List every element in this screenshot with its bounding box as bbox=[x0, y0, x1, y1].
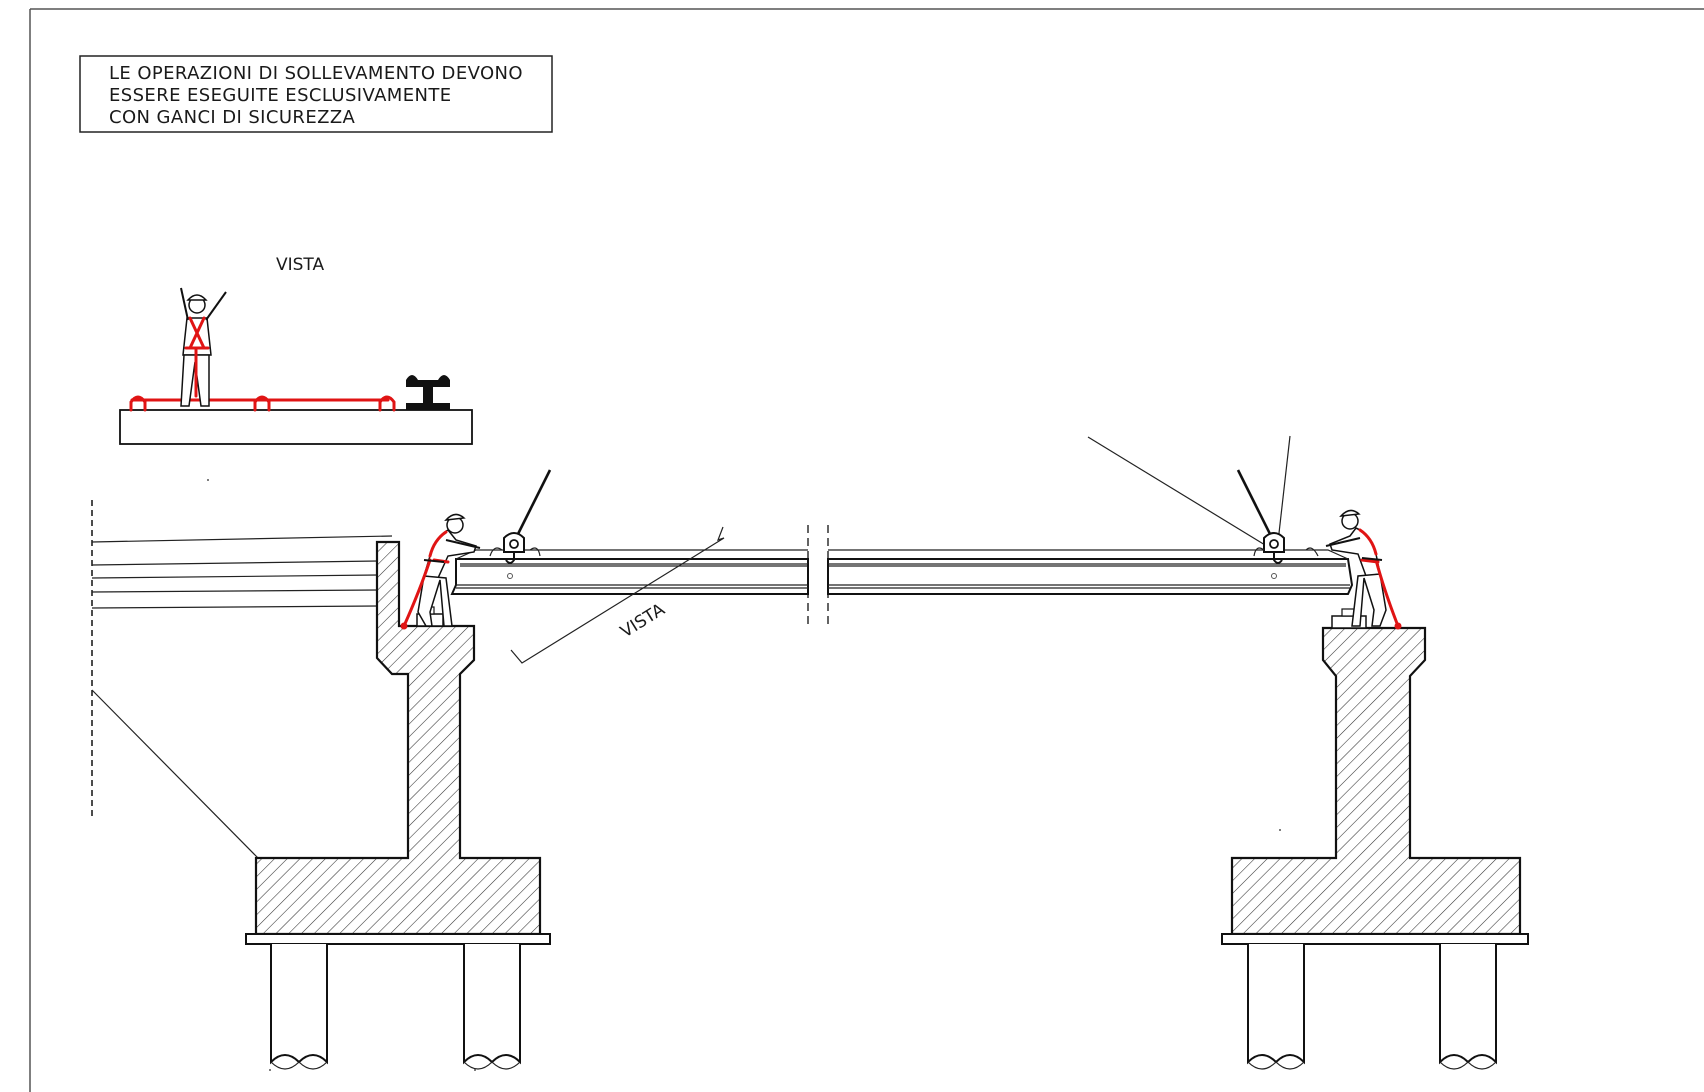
detail-slab bbox=[119, 409, 473, 445]
detail-view-label: VISTA bbox=[276, 255, 324, 275]
right-piles bbox=[1247, 944, 1497, 1070]
worker-figure-icon bbox=[400, 513, 481, 630]
lifting-hook-icon bbox=[489, 469, 552, 564]
left-abutment-plinth bbox=[245, 933, 551, 945]
worker-figure-icon bbox=[180, 287, 227, 407]
safety-note-line-3: CON GANCI DI SICUREZZA bbox=[109, 107, 356, 128]
detail-lifeline bbox=[129, 395, 396, 412]
right-abutment bbox=[1221, 608, 1529, 1070]
left-abutment-body bbox=[254, 540, 542, 936]
safety-note-line-1: LE OPERAZIONI DI SOLLEVAMENTO DEVONO bbox=[109, 63, 523, 84]
right-abutment-body bbox=[1230, 626, 1522, 936]
section-cut-label: VISTA bbox=[617, 600, 669, 643]
girder bbox=[450, 525, 1354, 625]
worker-figure-icon bbox=[1325, 509, 1402, 630]
steel-i-beam-icon bbox=[406, 375, 450, 410]
lifting-hook-icon bbox=[1087, 435, 1319, 564]
detail-view: VISTA bbox=[119, 255, 473, 445]
safety-note-box bbox=[79, 55, 553, 133]
safety-note-line-2: ESSERE ESEGUITE ESCLUSIVAMENTE bbox=[109, 85, 452, 106]
safety-note: LE OPERAZIONI DI SOLLEVAMENTO DEVONO ESS… bbox=[79, 55, 553, 133]
embankment bbox=[91, 500, 393, 859]
sheet-frame bbox=[29, 8, 1704, 1092]
left-piles bbox=[270, 944, 521, 1070]
left-abutment bbox=[245, 540, 551, 1070]
right-abutment-plinth bbox=[1221, 933, 1529, 945]
